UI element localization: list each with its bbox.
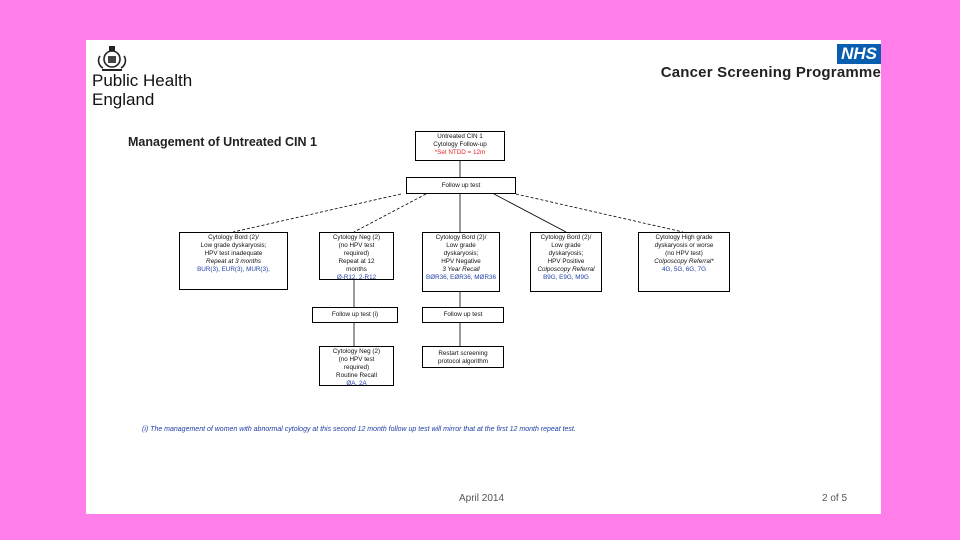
programme-title: Cancer Screening Programme bbox=[660, 64, 881, 81]
outcome-box-high-grade: Cytology High grade dyskaryosis or worse… bbox=[638, 232, 730, 292]
box-line: Cytology Follow-up bbox=[433, 141, 487, 148]
ntdd-note: *Set NTDD = 12m bbox=[434, 149, 486, 156]
footnote: (i) The management of women with abnorma… bbox=[142, 426, 576, 433]
box-line: HPV test inadequate bbox=[204, 250, 263, 257]
box-line: Routine Recall bbox=[336, 372, 377, 379]
box-label: Follow up test bbox=[443, 311, 483, 318]
box-action: 3 Year Recall bbox=[442, 266, 480, 273]
outcome-box-low-grade-inadequate: Cytology Bord (2)/ Low grade dyskaryosis… bbox=[179, 232, 288, 290]
box-line: (no HPV test bbox=[338, 242, 375, 249]
routine-recall-box: Cytology Neg (2) (no HPV test required) … bbox=[319, 346, 394, 387]
box-line: dyskaryosis; bbox=[443, 250, 479, 257]
untreated-cin1-box: Untreated CIN 1 Cytology Follow-up *Set … bbox=[415, 131, 505, 161]
royal-crest-icon bbox=[97, 46, 127, 71]
box-action: Colposcopy Referral* bbox=[654, 258, 714, 265]
follow-up-test-i-box: Follow up test (i) bbox=[312, 307, 398, 323]
box-line: Restart screening bbox=[438, 350, 488, 357]
nhs-logo: NHS bbox=[837, 44, 881, 64]
box-codes: BUR(3), EUR(3), MUR(3), bbox=[197, 266, 270, 273]
box-codes: ØA, 2A bbox=[346, 380, 367, 387]
box-line: required) bbox=[343, 364, 370, 371]
box-label: Follow up test bbox=[441, 182, 481, 189]
box-line: Low grade dyskaryosis; bbox=[200, 242, 267, 249]
box-line: (no HPV test bbox=[338, 356, 375, 363]
org-name-line1: Public Health bbox=[92, 71, 193, 90]
box-codes: 4G, 5G, 6G, 7G bbox=[661, 266, 707, 273]
box-action: Colposcopy Referral bbox=[537, 266, 595, 273]
box-line: dyskaryosis or worse bbox=[654, 242, 714, 249]
page-number: 2 of 5 bbox=[822, 493, 848, 504]
box-line: Cytology Bord (2)/ bbox=[540, 234, 592, 241]
restart-screening-box: Restart screening protocol algorithm bbox=[422, 346, 504, 368]
follow-up-test-box-2: Follow up test bbox=[422, 307, 504, 323]
box-codes: Ø-R12, 2-R12 bbox=[336, 274, 377, 281]
box-line: months bbox=[346, 266, 367, 273]
box-line: required) bbox=[343, 250, 370, 257]
box-line: HPV Negative bbox=[441, 258, 481, 265]
box-codes: BØR36, EØR36, MØR36 bbox=[426, 274, 496, 281]
box-codes: B9G, E9G, M9G bbox=[543, 274, 589, 281]
box-line: Cytology High grade bbox=[655, 234, 713, 241]
box-line: (no HPV test) bbox=[665, 250, 703, 257]
connector-lines bbox=[232, 161, 684, 346]
org-name-line2: England bbox=[92, 90, 155, 109]
slide: Public Health England NHS Cancer Screeni… bbox=[86, 40, 881, 514]
box-line: protocol algorithm bbox=[437, 358, 489, 365]
box-line: dyskaryosis; bbox=[548, 250, 584, 257]
box-line: Untreated CIN 1 bbox=[437, 133, 483, 140]
outcome-box-hpv-negative: Cytology Bord (2)/ Low grade dyskaryosis… bbox=[422, 232, 500, 292]
box-line: Cytology Bord (2)/ bbox=[208, 234, 259, 241]
box-line: Cytology Neg (2) bbox=[332, 234, 381, 241]
outcome-box-hpv-positive: Cytology Bord (2)/ Low grade dyskaryosis… bbox=[530, 232, 602, 292]
box-line: HPV Positive bbox=[547, 258, 585, 265]
box-line: Cytology Bord (2)/ bbox=[435, 234, 487, 241]
outcome-box-cytology-negative: Cytology Neg (2) (no HPV test required) … bbox=[319, 232, 394, 281]
box-line: Low grade bbox=[551, 242, 581, 249]
page-title: Management of Untreated CIN 1 bbox=[128, 135, 317, 149]
box-line: Cytology Neg (2) bbox=[332, 348, 381, 355]
box-line: Repeat at 12 bbox=[338, 258, 375, 265]
footer-date: April 2014 bbox=[459, 493, 505, 504]
box-line: Low grade bbox=[446, 242, 476, 249]
box-action: Repeat at 3 months bbox=[206, 258, 261, 265]
box-label: Follow up test (i) bbox=[331, 311, 379, 318]
follow-up-test-box: Follow up test bbox=[406, 177, 516, 194]
